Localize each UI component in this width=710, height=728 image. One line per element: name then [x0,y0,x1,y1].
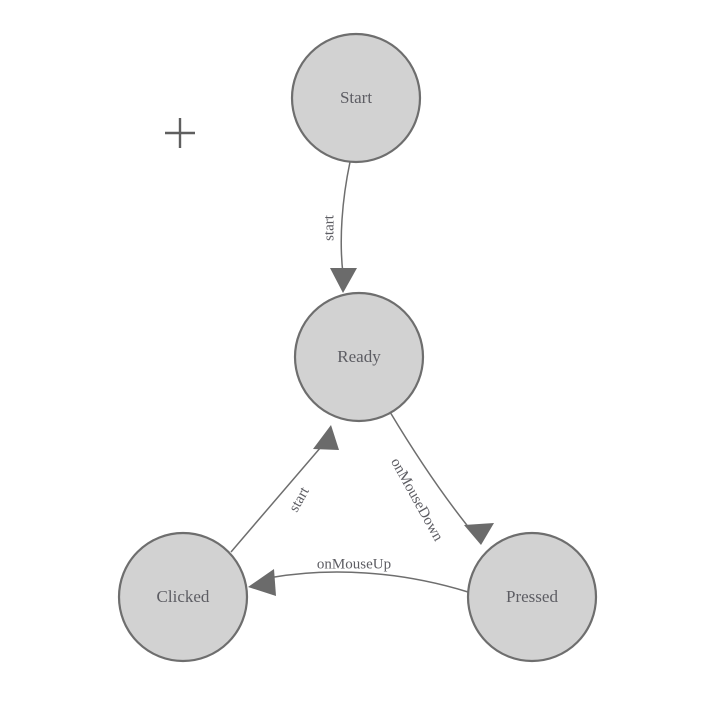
node-clicked[interactable]: Clicked [117,531,249,663]
node-ready[interactable]: Ready [293,291,425,423]
node-circle-clicked[interactable] [117,531,249,663]
edge-pressed-to-clicked[interactable]: onMouseUp [248,556,469,596]
node-start[interactable]: Start [290,32,422,164]
node-circle-ready[interactable] [293,291,425,423]
edge-label-ready-to-pressed: onMouseDown [387,455,446,544]
node-label-start: Start [340,88,372,107]
arrow-head-ready-to-pressed [464,523,494,545]
node-pressed[interactable]: Pressed [466,531,598,663]
edge-path-pressed-to-clicked[interactable] [267,571,469,593]
edge-path-start-to-ready[interactable] [340,161,351,275]
arrow-head-start-to-ready [330,268,357,293]
arrow-head-pressed-to-clicked [248,569,276,596]
arrow-head-clicked-to-ready [313,425,339,450]
crosshair-marker[interactable] [165,118,195,148]
edge-clicked-to-ready[interactable]: start [230,425,339,553]
node-circle-start[interactable] [290,32,422,164]
edge-label-clicked-to-ready: start [286,484,313,515]
node-label-ready: Ready [337,347,381,366]
edge-label-start-to-ready: start [321,214,337,241]
edge-label-pressed-to-clicked: onMouseUp [317,556,391,572]
edge-path-clicked-to-ready[interactable] [230,439,328,553]
edge-start-to-ready[interactable]: start [321,161,357,293]
node-label-clicked: Clicked [157,587,210,606]
node-label-pressed: Pressed [506,587,558,606]
edge-ready-to-pressed[interactable]: onMouseDown [387,411,494,545]
node-circle-pressed[interactable] [466,531,598,663]
